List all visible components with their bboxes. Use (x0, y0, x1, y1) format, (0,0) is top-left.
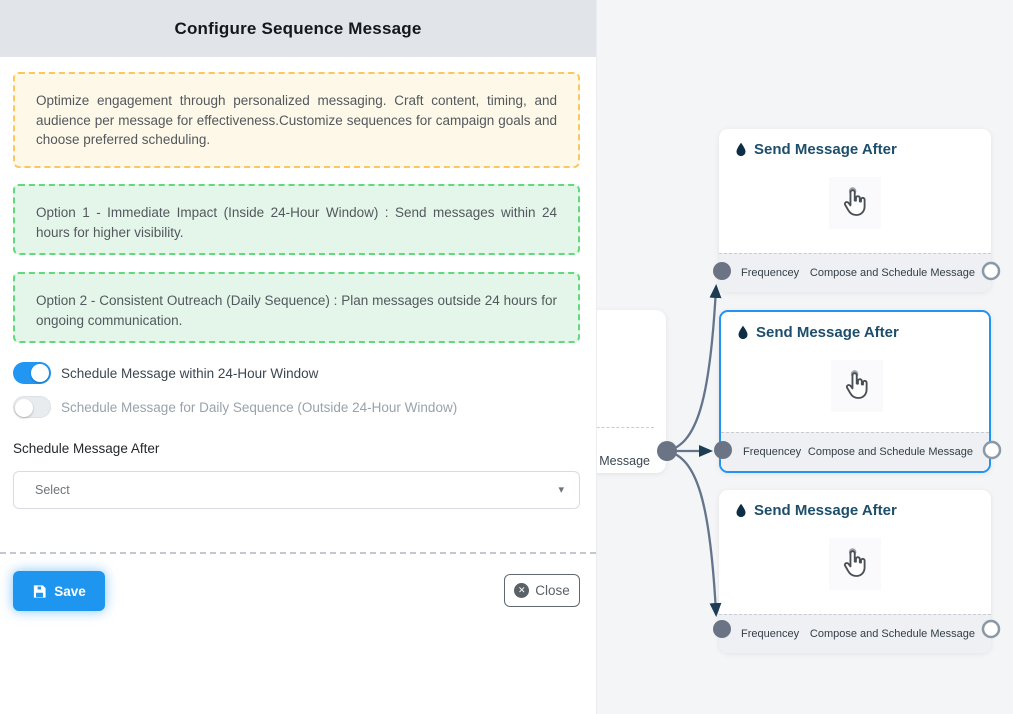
upstream-node-handle-label: ce Message (597, 454, 650, 468)
frequency-handle-label[interactable]: Frequencey (743, 446, 802, 458)
compose-handle-label[interactable]: Compose and Schedule Message (809, 628, 975, 640)
send-message-after-node-3[interactable]: Send Message After Frequencey Compose an… (719, 490, 991, 653)
save-icon (32, 584, 47, 599)
node-title: Send Message After (737, 324, 899, 341)
toggle-knob (15, 398, 33, 417)
hand-pointer-icon[interactable] (831, 360, 883, 412)
save-button-label: Save (54, 583, 86, 599)
caret-down-icon: ▾ (558, 483, 564, 496)
toggle-daily-sequence-label: Schedule Message for Daily Sequence (Out… (61, 399, 458, 415)
save-button[interactable]: Save (13, 571, 105, 611)
panel-header: Configure Sequence Message (0, 0, 596, 57)
schedule-after-select[interactable]: Select ▾ (13, 471, 580, 509)
compose-handle-label[interactable]: Compose and Schedule Message (809, 267, 975, 279)
node-title-text: Send Message After (756, 324, 899, 341)
intro-notice: Optimize engagement through personalized… (13, 72, 580, 168)
option1-notice: Option 1 - Immediate Impact (Inside 24-H… (13, 184, 580, 255)
configure-sequence-panel: Configure Sequence Message Optimize enga… (0, 0, 596, 611)
frequency-handle-label[interactable]: Frequencey (741, 267, 800, 279)
close-button[interactable]: ✕ Close (504, 574, 580, 607)
option2-notice: Option 2 - Consistent Outreach (Daily Se… (13, 272, 580, 343)
option2-notice-text: Option 2 - Consistent Outreach (Daily Se… (36, 293, 557, 328)
hand-pointer-icon[interactable] (829, 177, 881, 229)
toggle-daily-sequence-switch[interactable] (13, 396, 51, 418)
option1-notice-text: Option 1 - Immediate Impact (Inside 24-H… (36, 205, 557, 240)
node-footer-divider (597, 427, 654, 428)
intro-notice-text: Optimize engagement through personalized… (36, 93, 557, 148)
page-title: Configure Sequence Message (174, 18, 422, 38)
frequency-handle-label[interactable]: Frequencey (741, 628, 800, 640)
sequence-flow-canvas[interactable]: ce Message Send Message After Frequencey… (596, 0, 1013, 714)
node-footer: Frequencey Compose and Schedule Message (721, 432, 989, 471)
hand-pointer-icon[interactable] (829, 538, 881, 590)
compose-handle-label[interactable]: Compose and Schedule Message (807, 446, 973, 458)
water-drop-icon (735, 142, 747, 157)
send-message-after-node-2-selected[interactable]: Send Message After Frequencey Compose an… (719, 310, 991, 473)
water-drop-icon (737, 325, 749, 340)
close-button-label: Close (535, 583, 570, 598)
select-value: Select (35, 483, 70, 497)
footer-divider (0, 552, 596, 554)
send-message-after-node-1[interactable]: Send Message After Frequencey Compose an… (719, 129, 991, 292)
node-title: Send Message After (735, 141, 897, 158)
toggle-within-24h[interactable]: Schedule Message within 24-Hour Window (13, 362, 318, 384)
toggle-within-24h-label: Schedule Message within 24-Hour Window (61, 365, 319, 381)
upstream-node-partial[interactable]: ce Message (597, 310, 666, 473)
toggle-knob (31, 364, 49, 382)
water-drop-icon (735, 503, 747, 518)
node-title-text: Send Message After (754, 141, 897, 158)
toggle-within-24h-switch[interactable] (13, 362, 51, 384)
schedule-after-label: Schedule Message After (13, 441, 160, 456)
edge-to-node-1 (665, 284, 722, 453)
toggle-daily-sequence[interactable]: Schedule Message for Daily Sequence (Out… (13, 396, 457, 418)
close-icon: ✕ (514, 583, 530, 598)
node-footer: Frequencey Compose and Schedule Message (719, 253, 991, 292)
node-title: Send Message After (735, 502, 897, 519)
node-title-text: Send Message After (754, 502, 897, 519)
node-footer: Frequencey Compose and Schedule Message (719, 614, 991, 653)
edge-to-node-3 (665, 449, 722, 617)
